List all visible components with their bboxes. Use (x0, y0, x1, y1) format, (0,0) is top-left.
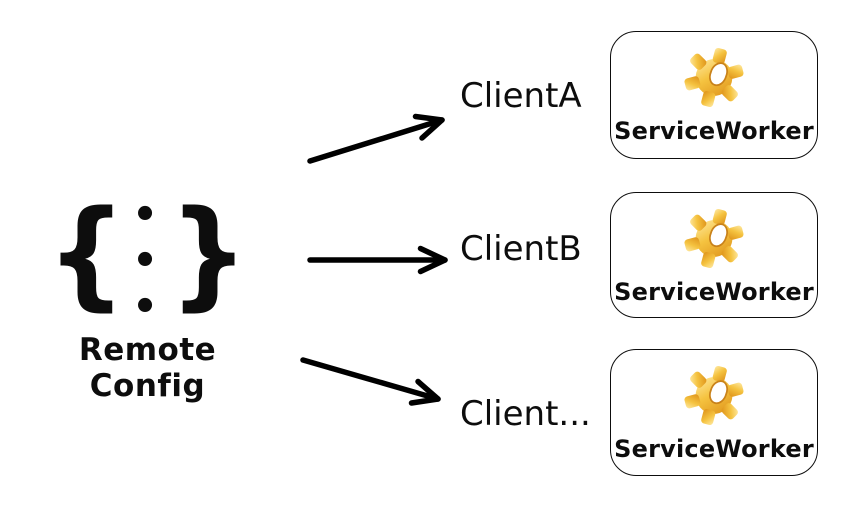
arrow-to-client-b (307, 245, 448, 275)
service-worker-label: ServiceWorker (614, 117, 814, 145)
service-worker-label: ServiceWorker (614, 435, 814, 463)
gear-icon (684, 365, 744, 426)
arrow-to-client-a (307, 113, 445, 164)
client-a-label: ClientA (460, 76, 582, 116)
service-worker-box-a: ServiceWorker (610, 31, 818, 159)
gear-icon (684, 47, 744, 108)
service-worker-box-b: ServiceWorker (610, 192, 818, 318)
service-worker-label: ServiceWorker (614, 278, 814, 306)
open-brace: { (46, 185, 127, 323)
service-worker-box-c: ServiceWorker (610, 349, 818, 476)
arrow-to-client-c (300, 357, 441, 406)
config-symbol: { • • • } (46, 190, 248, 330)
ellipsis-dots: • • • (132, 192, 169, 330)
client-b-label: ClientB (460, 229, 582, 269)
close-brace: } (168, 185, 249, 323)
gear-icon (684, 208, 744, 269)
client-c-label: Client... (460, 394, 591, 434)
remote-config-label: Remote Config (78, 332, 217, 404)
